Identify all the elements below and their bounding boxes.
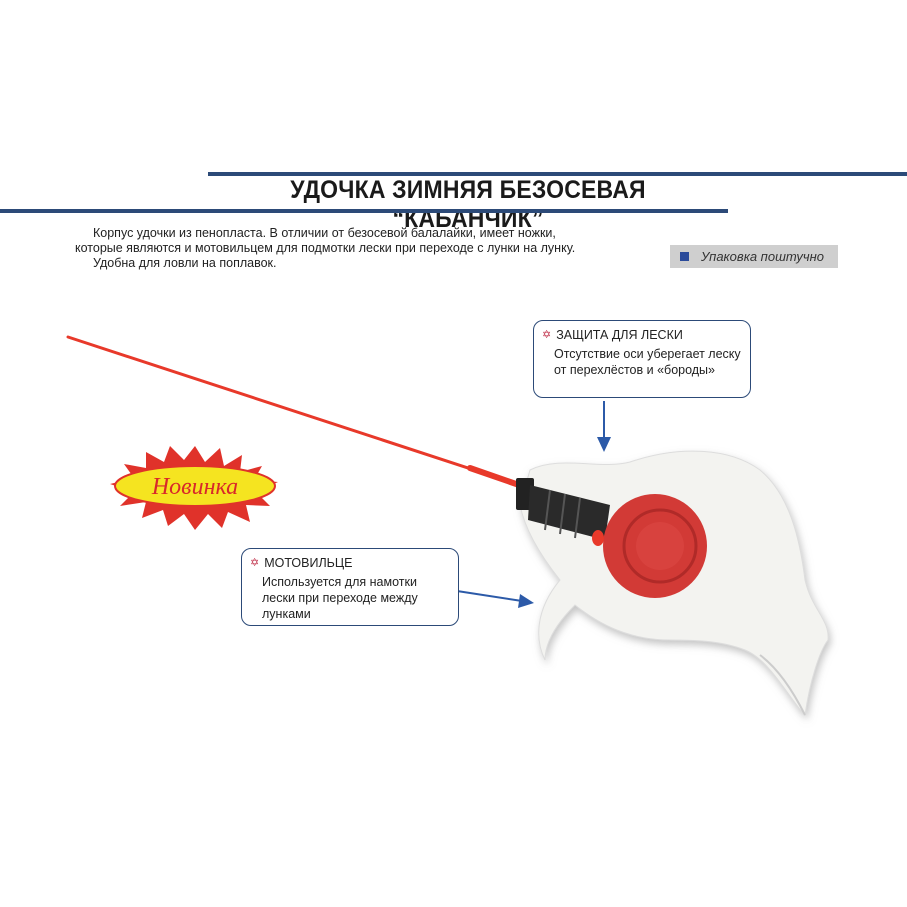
square-bullet-icon bbox=[680, 252, 689, 261]
packaging-badge: Упаковка поштучно bbox=[670, 245, 838, 268]
packaging-label: Упаковка поштучно bbox=[701, 249, 825, 264]
callout-arrow bbox=[456, 401, 611, 608]
header-rule-bottom bbox=[0, 209, 728, 213]
callout-text: Используется для намотки лески при перех… bbox=[262, 575, 418, 621]
rod-holder bbox=[516, 478, 610, 540]
callout-title: МОТОВИЛЬЦЕ bbox=[264, 556, 353, 570]
callout-title: ЗАЩИТА ДЛЯ ЛЕСКИ bbox=[556, 328, 683, 342]
reel-disk bbox=[592, 494, 707, 598]
new-label: Новинка bbox=[151, 474, 238, 500]
header-rule-top bbox=[208, 172, 907, 176]
product-description: Корпус удочки из пенопласта. В отличии о… bbox=[75, 226, 595, 271]
star-icon: ✡ bbox=[250, 557, 260, 569]
description-paragraph: Корпус удочки из пенопласта. В отличии о… bbox=[75, 226, 576, 255]
callout-winder: ✡ МОТОВИЛЬЦЕ Используется для намотки лес… bbox=[241, 548, 459, 626]
callout-line-protection: ✡ ЗАЩИТА ДЛЯ ЛЕСКИ Отсутствие оси уберега… bbox=[533, 320, 751, 398]
new-starburst-icon: Новинка bbox=[110, 446, 278, 530]
star-icon: ✡ bbox=[542, 329, 552, 341]
callout-text: Отсутствие оси уберегает леску от перехл… bbox=[554, 347, 741, 377]
description-paragraph: Удобна для ловли на поплавок. bbox=[93, 256, 277, 270]
rod bbox=[66, 335, 522, 487]
